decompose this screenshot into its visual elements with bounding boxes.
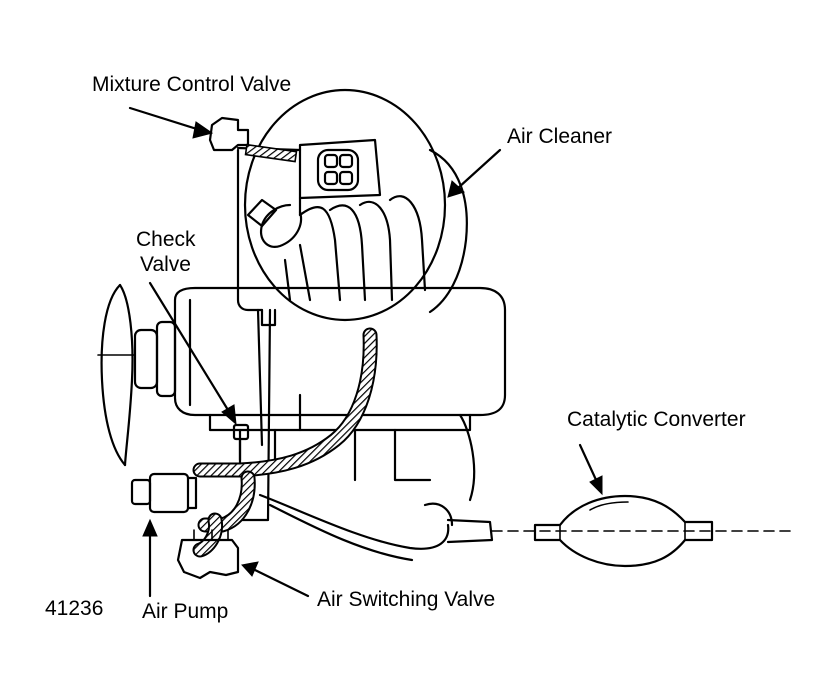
mixture-control-valve-arrow <box>128 106 202 132</box>
air-cleaner-label: Air Cleaner <box>507 125 613 148</box>
air-switching-valve <box>176 529 240 580</box>
air-hoses <box>192 327 378 558</box>
air-pump-label: Air Pump <box>142 600 229 623</box>
air-pump <box>130 472 198 514</box>
check-valve-arrow <box>148 281 230 412</box>
exhaust-manifold <box>258 493 494 562</box>
carburetor <box>246 138 382 248</box>
air-switching-valve-label: Air Switching Valve <box>317 588 496 611</box>
air-switching-valve-arrow <box>253 568 310 598</box>
air-cleaner <box>243 88 468 322</box>
air-cleaner-arrow <box>456 148 502 190</box>
catalytic-converter-arrow <box>578 443 599 484</box>
check-valve-label-line2: Valve <box>140 253 191 276</box>
engine-block <box>173 286 507 502</box>
leader-lines <box>128 106 603 598</box>
mixture-control-valve <box>208 116 302 327</box>
fan-pulley <box>97 283 177 467</box>
mixture-control-valve-label: Mixture Control Valve <box>92 73 292 96</box>
catalytic-converter <box>533 494 714 568</box>
intake-manifold <box>283 195 427 302</box>
catalytic-converter-label: Catalytic Converter <box>567 408 746 431</box>
check-valve-label-line1: Check <box>136 228 196 251</box>
figure-number: 41236 <box>45 597 104 620</box>
